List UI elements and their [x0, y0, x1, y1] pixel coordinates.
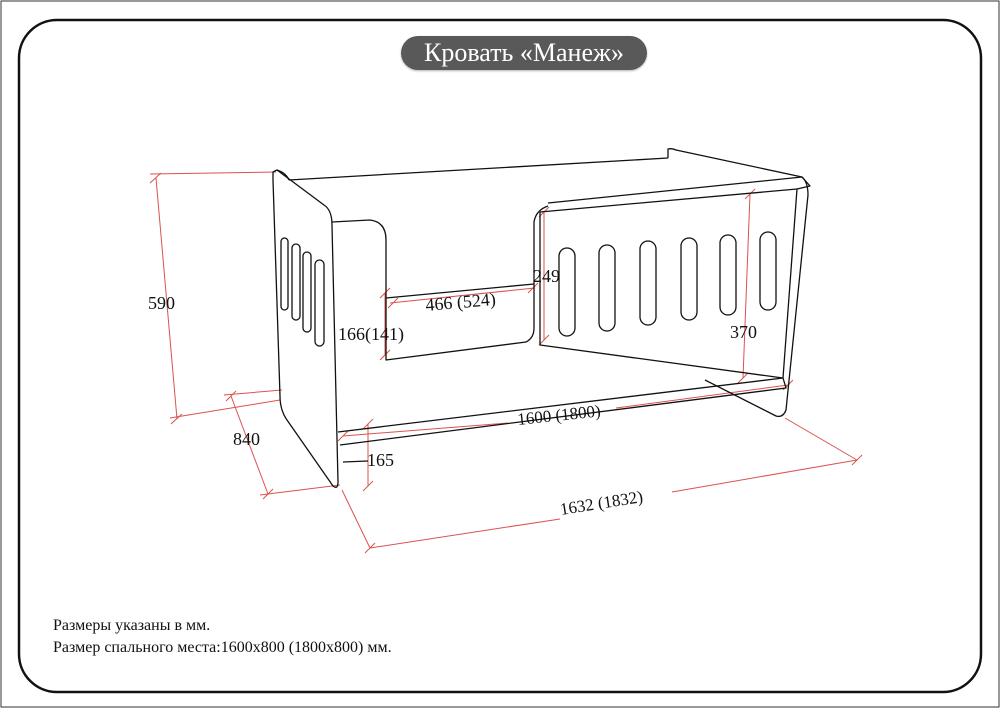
- ext-line-height-bottom: [169, 399, 281, 419]
- label-total-length: 1632 (1832): [559, 487, 645, 519]
- label-opening-height: 166(141): [338, 324, 404, 345]
- mattress-line: [385, 283, 535, 299]
- front-slot-6: [759, 231, 777, 311]
- dim-line-height: [155, 177, 178, 420]
- right-end-panel-top: [667, 148, 811, 190]
- sleeping-area-note: Размер спального места:1600х800 (1800х80…: [53, 639, 392, 656]
- side-slot-4: [314, 259, 325, 347]
- dimension-lines: [149, 171, 863, 554]
- front-rail-body: [539, 188, 798, 379]
- front-rail-top-back: [547, 176, 803, 204]
- label-height: 590: [148, 293, 175, 313]
- dim-line-panel-length: [342, 422, 509, 437]
- dim-line-side-height: [742, 193, 751, 379]
- side-slot-2: [291, 243, 301, 321]
- front-rail-top: [539, 188, 798, 213]
- front-slot-4: [680, 237, 698, 321]
- label-panel-length: 1600 (1800): [516, 401, 601, 429]
- front-slot-3: [639, 240, 657, 326]
- dim-line-depth: [230, 395, 269, 495]
- bottom-board: [337, 377, 787, 446]
- label-rail-height: 249: [533, 266, 560, 286]
- front-slot-2: [598, 244, 616, 332]
- dim-line-total-length: [369, 518, 561, 549]
- ext-line-height-top: [149, 171, 277, 175]
- side-slot-3: [302, 251, 312, 333]
- side-slot-1: [280, 237, 289, 311]
- page-title: Кровать «Манеж»: [424, 38, 624, 67]
- title-badge: Кровать «Манеж»: [401, 36, 647, 70]
- label-leg-height: 165: [367, 450, 394, 470]
- crib-outline: [272, 148, 811, 488]
- right-end-panel: [704, 176, 809, 418]
- front-opening: [331, 205, 549, 361]
- rounded-frame: [17, 18, 983, 694]
- back-top-edge: [288, 157, 669, 181]
- label-side-height: 370: [730, 322, 757, 342]
- dim-line-opening-width: [389, 287, 536, 304]
- label-depth: 840: [233, 429, 260, 449]
- front-slot-5: [719, 234, 737, 316]
- left-end-panel: [272, 169, 339, 488]
- units-note: Размеры указаны в мм.: [53, 617, 211, 634]
- front-slot-1: [558, 247, 576, 337]
